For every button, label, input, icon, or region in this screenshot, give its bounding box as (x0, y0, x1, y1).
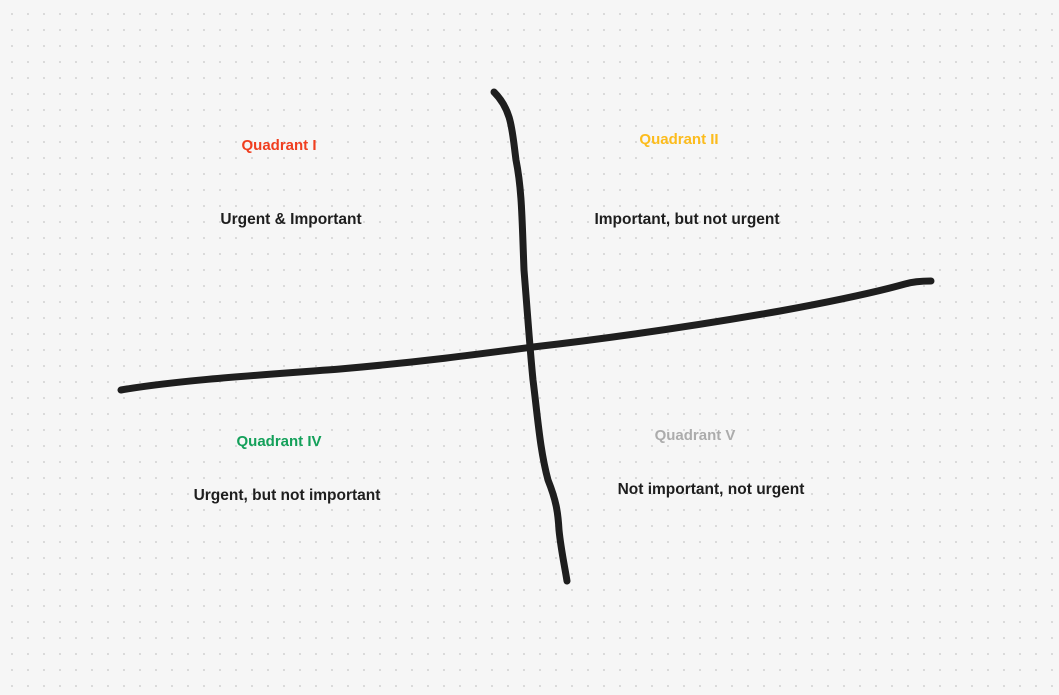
vertical-axis-stroke[interactable] (490, 88, 571, 585)
quadrant-2-description[interactable]: Important, but not urgent (594, 211, 780, 228)
quadrant-5-title[interactable]: Quadrant V (654, 427, 736, 444)
horizontal-axis-stroke[interactable] (117, 277, 935, 394)
quadrant-4-title[interactable]: Quadrant IV (236, 433, 322, 450)
quadrant-4-description[interactable]: Urgent, but not important (193, 487, 381, 504)
quadrant-1-description[interactable]: Urgent & Important (220, 211, 362, 228)
quadrant-2-title[interactable]: Quadrant II (639, 131, 719, 148)
quadrant-1-title[interactable]: Quadrant I (241, 137, 317, 154)
quadrant-5-description[interactable]: Not important, not urgent (617, 481, 805, 498)
